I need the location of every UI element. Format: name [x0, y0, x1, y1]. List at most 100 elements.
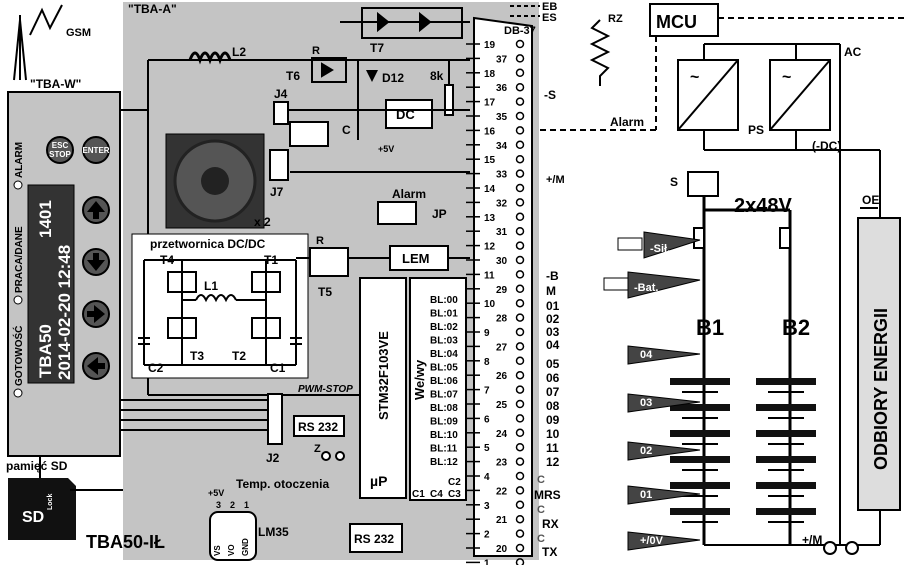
- output-line-01: 01: [546, 299, 560, 313]
- j2-label: J2: [266, 451, 280, 465]
- j7-connector: [269, 149, 289, 181]
- db37-pin-hole: [515, 140, 525, 150]
- battery-cell: [756, 404, 816, 411]
- output-line-07: 07: [546, 385, 560, 399]
- b2-label: B2: [782, 315, 810, 340]
- clamp-label: 04: [640, 349, 653, 361]
- converter-label: przetwornica DC/DC: [150, 237, 266, 251]
- down-arrow-button[interactable]: [82, 248, 110, 276]
- db37-pin-hole: [515, 212, 525, 222]
- db37-pin-21: 21: [496, 515, 508, 526]
- db37-pin-hole: [515, 39, 525, 49]
- rs232-label-b: RS 232: [354, 532, 394, 546]
- lcd-line1-left: TBA50: [36, 324, 55, 378]
- t4-label: T4: [160, 253, 174, 267]
- db37-pin-9: 9: [484, 328, 490, 339]
- db37-pin-hole: [515, 226, 525, 236]
- right-arrow-button[interactable]: [82, 300, 110, 328]
- d12-diode: [366, 70, 378, 82]
- db37-pin-hole: [515, 414, 525, 423]
- led-praca-label: PRACA/DANE: [14, 226, 25, 293]
- sd-card-icon: [8, 478, 76, 540]
- battery-cell: [756, 482, 816, 489]
- up-arrow-button[interactable]: [82, 196, 110, 224]
- gsm-label: GSM: [66, 27, 91, 39]
- led-gotowosc: [13, 388, 23, 398]
- alarm-label-board: Alarm: [392, 187, 426, 201]
- io-label: We/wy: [412, 359, 427, 400]
- output-line-09: 09: [546, 413, 560, 427]
- j7-label: J7: [270, 185, 284, 199]
- sig-minus-s: -S: [544, 88, 556, 102]
- db37-pin-hole: [515, 97, 525, 106]
- db37-pin-hole: [515, 198, 525, 207]
- t6-label: T6: [286, 69, 300, 83]
- lm35-sensor: [209, 511, 257, 561]
- voltage-label: 2x48V: [734, 195, 792, 217]
- esc-stop-button[interactable]: [46, 136, 74, 164]
- db37-pin-4: 4: [484, 472, 490, 483]
- j4-connector: [273, 101, 289, 125]
- led-alarm-label: ALARM: [14, 142, 25, 178]
- db37-pin-35: 35: [496, 112, 508, 123]
- loads-box: [857, 217, 901, 511]
- battery-cell: [756, 378, 816, 385]
- bl-line-label: BL:05: [430, 363, 458, 374]
- db37-pin-hole: [515, 327, 525, 337]
- output-line-11: 11: [546, 441, 559, 455]
- db37-pin-hole: [515, 471, 525, 481]
- t1-label: T1: [264, 253, 278, 267]
- db37-label: DB-37: [504, 25, 536, 37]
- output-line-05: 05: [546, 357, 560, 371]
- db37-pin-2: 2: [484, 530, 490, 541]
- db37-pins: 1937183617351634153314321331123011291028…: [466, 39, 525, 565]
- sig-m: M: [546, 284, 556, 298]
- db37-pin-hole: [515, 82, 525, 92]
- battery-cell: [670, 404, 730, 411]
- mcu-box: [649, 3, 719, 37]
- db37-pin-14: 14: [484, 184, 496, 195]
- x2-label: x 2: [254, 215, 271, 229]
- db37-pin-1: 1: [484, 558, 490, 565]
- db37-pin-36: 36: [496, 83, 508, 94]
- left-arrow-button[interactable]: [82, 352, 110, 380]
- oe-label: OE: [862, 193, 879, 207]
- db37-pin-31: 31: [496, 227, 508, 238]
- pin-num-1: 1: [244, 500, 249, 510]
- sig-c-mid: C: [537, 504, 545, 516]
- mcu-chip-label: STM32F103VE: [376, 331, 391, 420]
- pin-num-3: 3: [216, 500, 221, 510]
- db37-pin-13: 13: [484, 213, 496, 224]
- io-c4: C4: [430, 489, 443, 500]
- battery-cell: [670, 508, 730, 515]
- up-label: µP: [370, 473, 387, 489]
- db37-pin-hole: [515, 399, 525, 409]
- bl-line-label: BL:04: [430, 349, 458, 360]
- r-label-mid: R: [316, 235, 324, 247]
- db37-pin-3: 3: [484, 501, 490, 512]
- lcd-line1-right: 1401: [36, 200, 55, 238]
- db37-pin-hole: [515, 385, 525, 394]
- rs232-box-a: [293, 415, 345, 437]
- clamp-label: 01: [640, 489, 652, 501]
- db37-pin-18: 18: [484, 69, 496, 80]
- db37-pin-hole: [515, 54, 525, 63]
- led-alarm: [13, 180, 23, 190]
- 8k-label: 8k: [430, 69, 444, 83]
- clamp-label: 03: [640, 397, 652, 409]
- db37-pin-11: 11: [484, 270, 495, 281]
- battery-cell: [756, 508, 816, 515]
- clamp-sil: [617, 231, 701, 259]
- db37-pin-24: 24: [496, 429, 508, 440]
- enter-button[interactable]: [82, 136, 110, 164]
- bl-line-label: BL:08: [430, 403, 458, 414]
- rz-resistor: [589, 19, 611, 86]
- temp-label: Temp. otoczenia: [236, 477, 329, 491]
- battery-cells: [670, 378, 816, 523]
- t3-label: T3: [190, 349, 204, 363]
- rs232-label-a: RS 232: [298, 420, 338, 434]
- db37-pin-hole: [515, 370, 525, 380]
- sig-minus-b: -B: [546, 269, 559, 283]
- db37-pin-26: 26: [496, 371, 508, 382]
